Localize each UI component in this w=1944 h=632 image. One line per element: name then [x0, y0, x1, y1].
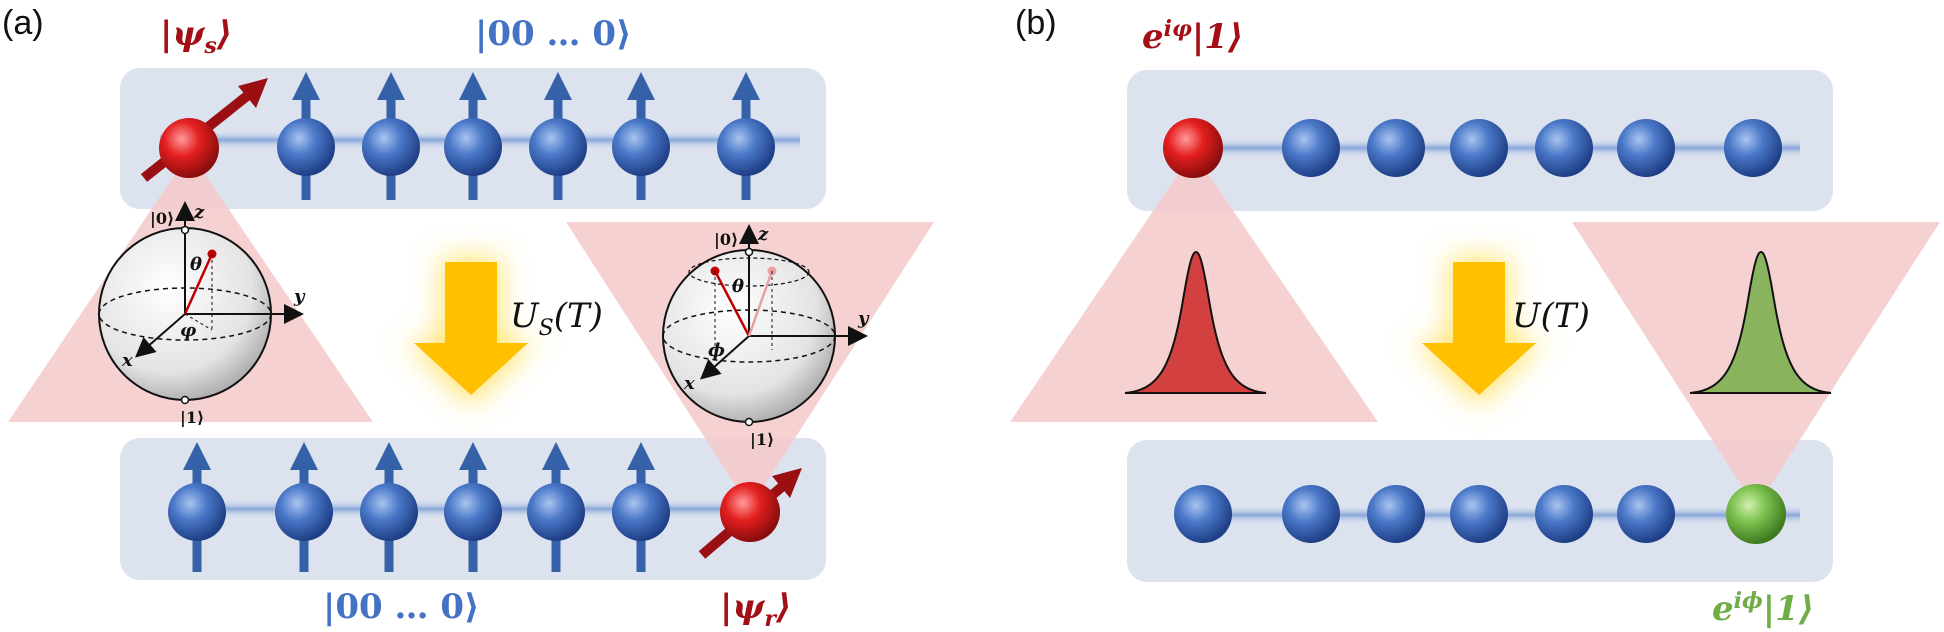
- svg-text:z: z: [757, 224, 769, 245]
- svg-text:|0⟩: |0⟩: [150, 209, 174, 228]
- receiver-qubit: [1726, 484, 1786, 544]
- qubit-ground: [612, 483, 670, 541]
- bloch-sphere: |0⟩ |1⟩ z y x θ φ: [98, 201, 306, 427]
- qubit-ground: [1535, 485, 1593, 543]
- qubit-ground: [362, 118, 420, 176]
- panel-a-label: (a): [2, 4, 44, 42]
- bottom-chain-qubits-b: [1174, 484, 1786, 544]
- qubit-ground: [1450, 485, 1508, 543]
- bloch-sphere: |0⟩ |1⟩ z y x θ ϕ: [662, 224, 870, 449]
- qubit-ground: [277, 118, 335, 176]
- qubit-ground: [444, 118, 502, 176]
- svg-text:z: z: [193, 202, 205, 223]
- panel-b-label: (b): [1015, 4, 1057, 42]
- receiver-state-ket: |ψr⟩: [720, 587, 792, 632]
- qubit-ground: [1282, 119, 1340, 177]
- qubit-ground: [1282, 485, 1340, 543]
- qubit-ground: [529, 118, 587, 176]
- evolution-arrow: [1415, 258, 1543, 405]
- evolution-operator-a: US(T): [510, 296, 603, 341]
- svg-text:|1⟩: |1⟩: [750, 430, 774, 449]
- svg-text:y: y: [857, 308, 870, 329]
- qubit-ground: [1367, 119, 1425, 177]
- svg-text:|1⟩: |1⟩: [180, 408, 204, 427]
- qubit-ground: [717, 118, 775, 176]
- sender-qubit: [159, 118, 219, 178]
- svg-text:x: x: [683, 373, 695, 394]
- qubit-ground: [1617, 485, 1675, 543]
- qubit-ground: [1617, 119, 1675, 177]
- qubit-ground: [1174, 485, 1232, 543]
- svg-text:θ: θ: [732, 276, 744, 297]
- evolution-operator-b: U(T): [1512, 296, 1590, 336]
- qubit-ground: [1450, 119, 1508, 177]
- svg-text:φ: φ: [180, 320, 197, 341]
- qubit-ground: [612, 118, 670, 176]
- sender-state-ket: |ψs⟩: [160, 14, 232, 59]
- receiver-qubit: [720, 482, 780, 542]
- sender-phase-ket: eiφ|1⟩: [1142, 16, 1243, 57]
- wave-packet-icon: [1689, 250, 1832, 394]
- top-chain-state-ket: |00 … 0⟩: [475, 14, 632, 54]
- qubit-ground: [168, 483, 226, 541]
- qubit-ground: [444, 483, 502, 541]
- svg-text:x: x: [121, 350, 133, 371]
- svg-text:ϕ: ϕ: [708, 340, 725, 361]
- evolution-arrow: [407, 258, 535, 405]
- bottom-chain-state-ket: |00 … 0⟩: [323, 587, 480, 627]
- qubit-ground: [1724, 119, 1782, 177]
- svg-text:y: y: [293, 286, 306, 307]
- qubit-ground: [1535, 119, 1593, 177]
- wave-packet-icon: [1124, 250, 1267, 394]
- sender-qubit: [1163, 118, 1223, 178]
- qubit-ground: [275, 483, 333, 541]
- svg-text:θ: θ: [190, 254, 202, 275]
- bottom-chain-spins: [168, 442, 802, 572]
- svg-text:|0⟩: |0⟩: [714, 230, 738, 249]
- qubit-ground: [527, 483, 585, 541]
- top-chain-spins: [140, 72, 775, 200]
- receiver-phase-ket: eiϕ|1⟩: [1712, 588, 1814, 629]
- qubit-ground: [1367, 485, 1425, 543]
- top-chain-qubits-b: [1163, 118, 1782, 178]
- qubit-ground: [360, 483, 418, 541]
